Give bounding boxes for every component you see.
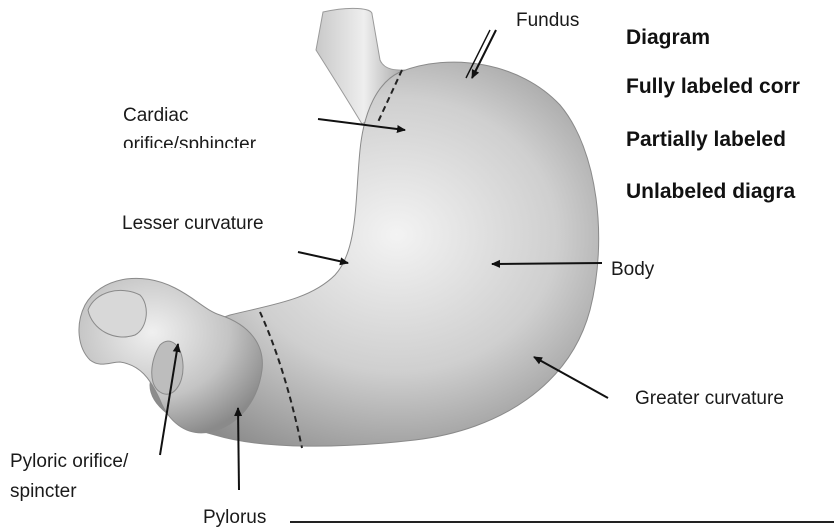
label-lesser-curvature: Lesser curvature bbox=[122, 213, 264, 235]
label-pylorus: Pylorus bbox=[203, 507, 266, 529]
label-pyloric-line2: spincter bbox=[10, 481, 77, 503]
menu-fully-labeled[interactable]: Fully labeled corr bbox=[626, 75, 800, 99]
label-cardiac-line1: Cardiac bbox=[123, 105, 188, 127]
label-greater-curvature: Greater curvature bbox=[635, 388, 784, 410]
menu-unlabeled[interactable]: Unlabeled diagra bbox=[626, 180, 795, 204]
label-fundus: Fundus bbox=[516, 10, 579, 32]
body-arrow bbox=[492, 263, 602, 264]
label-pyloric-line1: Pyloric orifice/ bbox=[10, 451, 128, 473]
label-cardiac-line2: orifice/sphincter bbox=[123, 134, 256, 148]
pylorus-arrow bbox=[238, 408, 239, 490]
lesser-curvature-arrow bbox=[298, 252, 348, 263]
bottom-divider bbox=[290, 521, 834, 523]
menu-partially-labeled[interactable]: Partially labeled bbox=[626, 128, 786, 152]
label-body: Body bbox=[611, 259, 654, 281]
menu-diagram[interactable]: Diagram bbox=[626, 26, 710, 50]
